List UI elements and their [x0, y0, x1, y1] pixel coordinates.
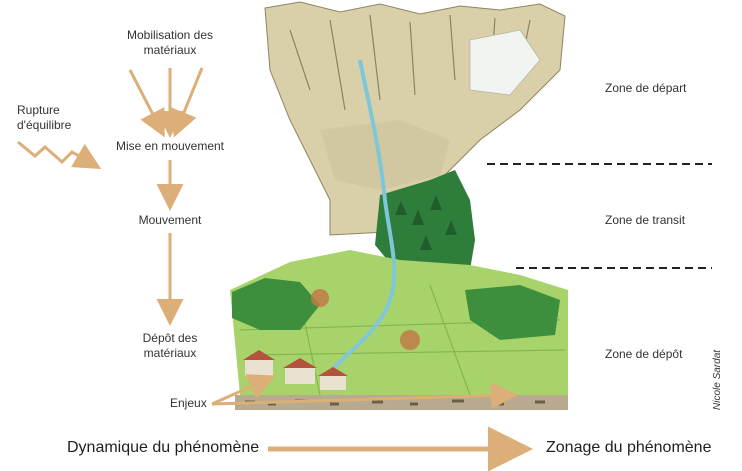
stakes-label: Enjeux	[170, 396, 207, 410]
zone-depot-label: Zone de dépôt	[605, 347, 683, 361]
zone-depart-label: Zone de départ	[605, 81, 687, 95]
step-depot: Dépôt des matériaux	[142, 331, 198, 360]
footer-zonage: Zonage du phénomène	[546, 439, 712, 456]
rupture-zigzag-arrow	[17, 140, 102, 170]
mountain-illustration	[230, 1, 568, 410]
step-mobilisation: Mobilisation des matériaux	[126, 28, 214, 57]
arrow-mobilisation-right	[171, 67, 204, 138]
step-mise-en-mouvement: Mise en mouvement	[115, 139, 225, 153]
illustrator-credit: Nicole Sardat	[712, 349, 723, 410]
soil-section	[235, 395, 568, 410]
trigger-label: Rupture d'équilibre	[17, 103, 72, 132]
scree	[320, 120, 450, 190]
step-mouvement: Mouvement	[138, 213, 202, 227]
zone-transit-label: Zone de transit	[605, 213, 686, 227]
arrow-mobilisation-left	[128, 69, 165, 138]
transit-forest	[375, 170, 475, 275]
meadows	[230, 250, 568, 395]
stakes-arrow-lower	[211, 382, 518, 410]
stakes-arrow-upper	[211, 374, 276, 406]
process-arrows	[17, 67, 518, 410]
footer-dynamique: Dynamique du phénomène	[67, 439, 260, 456]
snow-patch	[469, 29, 541, 96]
left-forest	[232, 278, 320, 330]
right-forest	[465, 285, 560, 340]
village	[243, 350, 348, 390]
torrent	[328, 59, 397, 374]
